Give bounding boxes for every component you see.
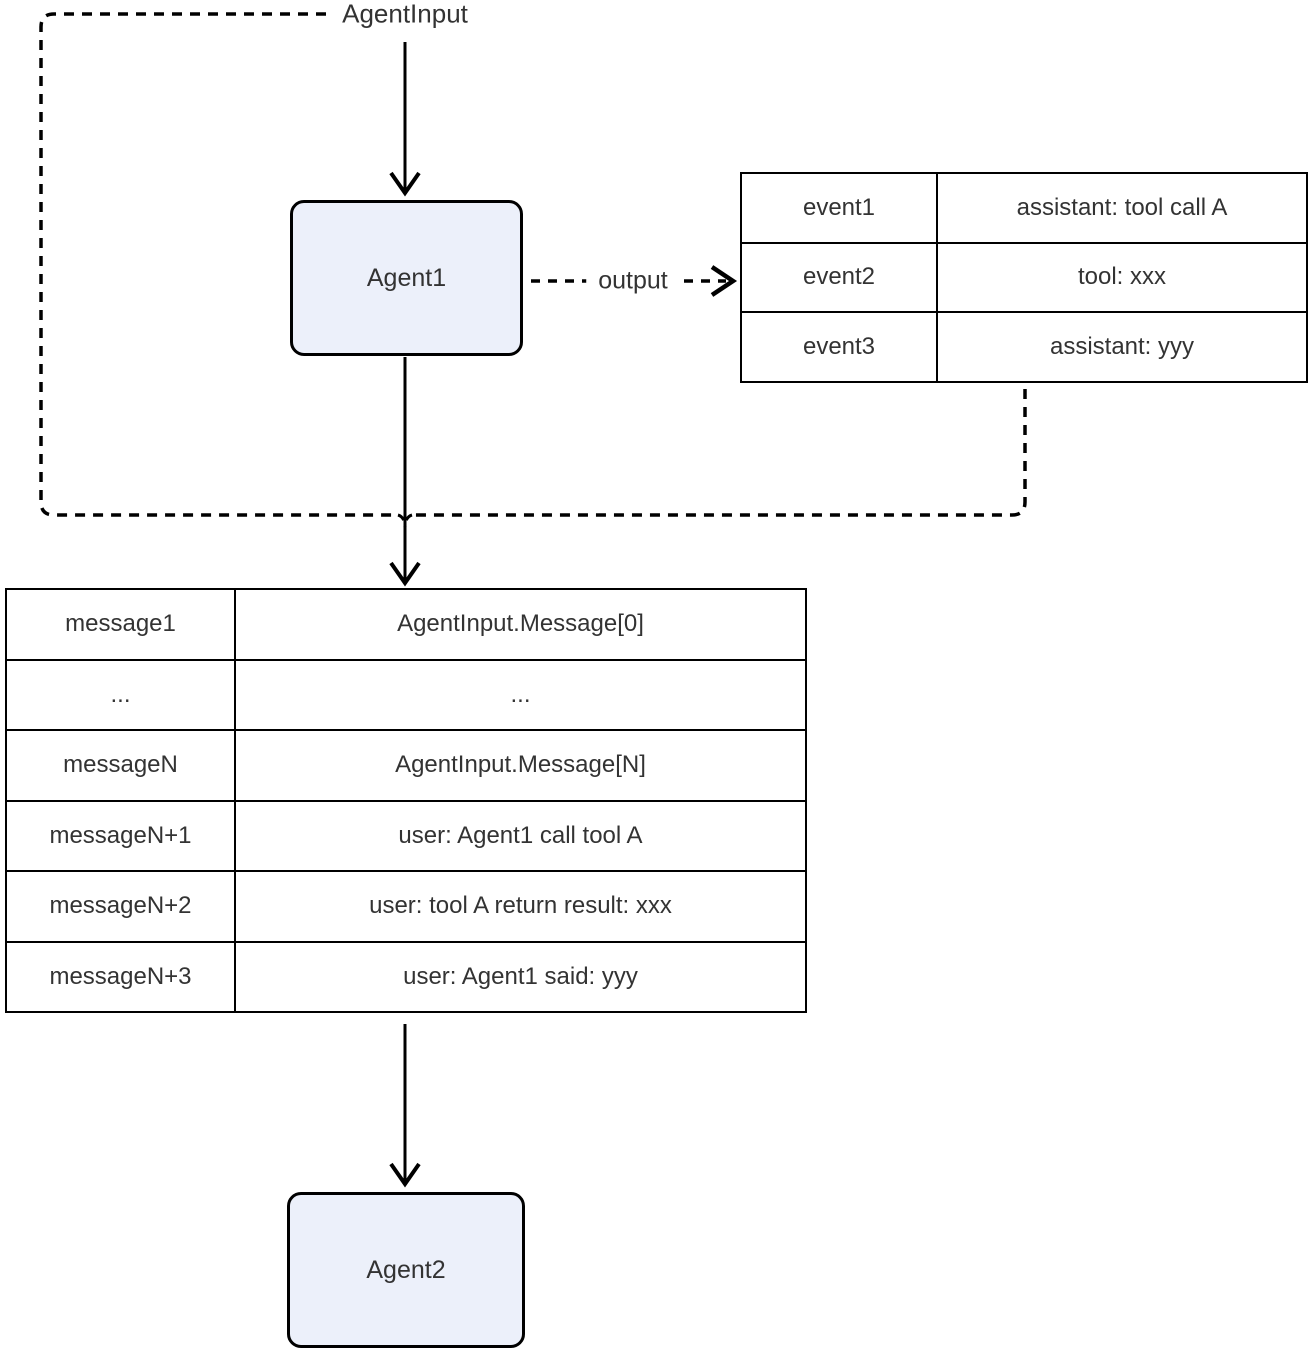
event-key-cell: event1 [740,172,938,244]
message-value-cell: ... [234,658,807,731]
message-key-cell: messageN+3 [5,940,236,1013]
message-table-row: messageN AgentInput.Message[N] [5,729,807,802]
output-edge-label: output [586,266,680,296]
arrowhead-agentinput-to-agent1 [389,171,421,197]
message-table-row: message1 AgentInput.Message[0] [5,588,807,661]
agent2-node-label: Agent2 [366,1255,446,1284]
message-value-cell: user: Agent1 said: yyy [234,940,807,1013]
event-table-row: event1 assistant: tool call A [740,172,1308,244]
message-key-cell: messageN [5,729,236,802]
message-value-cell: user: tool A return result: xxx [234,870,807,943]
arrowhead-messages-to-agent2 [389,1162,421,1188]
message-key-cell: messageN+1 [5,799,236,872]
message-value-cell: AgentInput.Message[0] [234,588,807,661]
event-table: event1 assistant: tool call A event2 too… [740,172,1308,383]
event-table-row: event3 assistant: yyy [740,311,1308,383]
event-value-cell: assistant: tool call A [936,172,1308,244]
message-key-cell: ... [5,658,236,731]
arrowhead-agent1-output [710,265,738,297]
agent1-node-label: Agent1 [366,263,447,292]
event-value-cell: assistant: yyy [936,311,1308,383]
event-key-cell: event3 [740,311,938,383]
message-table-row: messageN+3 user: Agent1 said: yyy [5,940,807,1013]
message-table-row: ... ... [5,658,807,731]
message-table-row: messageN+2 user: tool A return result: x… [5,870,807,943]
agentinput-label: AgentInput [336,0,474,30]
message-value-cell: user: Agent1 call tool A [234,799,807,872]
agent1-node: Agent1 [290,200,523,356]
message-table-row: messageN+1 user: Agent1 call tool A [5,799,807,872]
event-key-cell: event2 [740,241,938,313]
arrowhead-agent1-to-messages [389,561,421,587]
message-key-cell: messageN+2 [5,870,236,943]
event-value-cell: tool: xxx [936,241,1308,313]
message-key-cell: message1 [5,588,236,661]
event-table-row: event2 tool: xxx [740,241,1308,313]
agent2-node: Agent2 [287,1192,525,1348]
loop-dashed-left [39,12,398,517]
message-value-cell: AgentInput.Message[N] [234,729,807,802]
message-table: message1 AgentInput.Message[0] ... ... m… [5,588,807,1013]
loop-dashed-right [412,389,1027,517]
